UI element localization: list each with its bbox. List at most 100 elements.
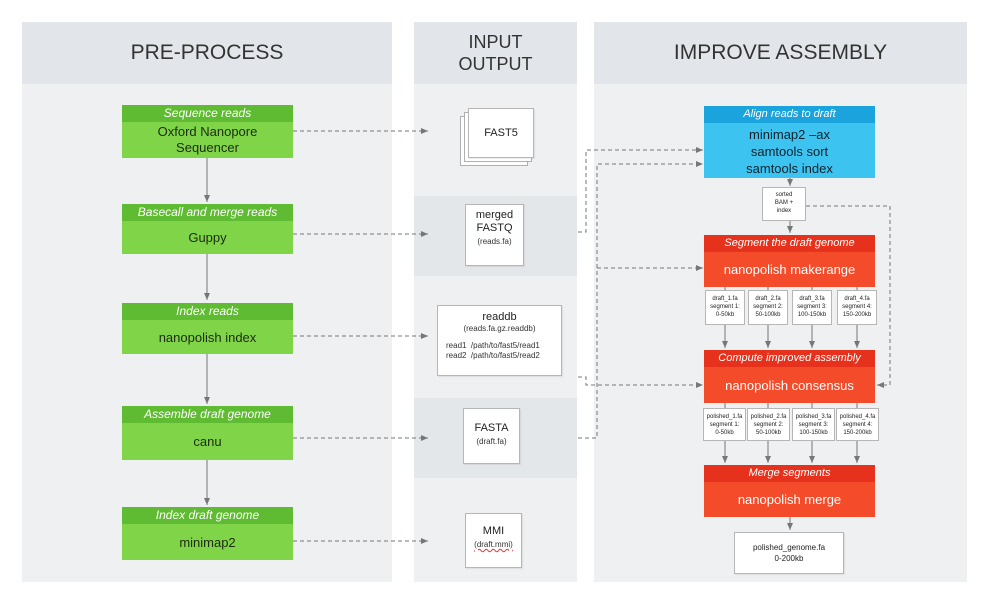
mmi-line2: (draft.mmi) (474, 540, 513, 549)
improve-title-text: IMPROVE ASSEMBLY (673, 41, 888, 64)
draft-file-line1: draft_4.fa (844, 296, 870, 302)
step-header: Index draft genome (122, 507, 293, 524)
final-line1: polished_genome.fa (752, 543, 826, 552)
merged-line2: FASTQ (476, 222, 513, 234)
polished-file-line3: 0-50kb (715, 430, 734, 436)
polished-file-line1: polished_2.fa (750, 414, 787, 420)
draft-file-line3: 100-150kb (797, 312, 827, 318)
step-line1: minimap2 (179, 534, 236, 550)
draft-file-2: draft_2.fa segment 2: 50-100kb (748, 290, 788, 325)
draft-file-line3: 0-50kb (715, 312, 735, 318)
align-line3: samtools index (746, 161, 833, 176)
step-header: Index reads (122, 303, 293, 320)
polished-file-line2: segment 1: (709, 422, 740, 428)
mmi-file: MMI (draft.mmi) (465, 513, 522, 568)
step-index-draft: Index draft genome minimap2 (122, 507, 293, 560)
fasta-line2: (draft.fa) (476, 437, 507, 446)
polished-file-line3: 50-100kb (755, 430, 782, 436)
step-header: Sequence reads (122, 105, 293, 122)
preprocess-title-text: PRE-PROCESS (130, 41, 284, 64)
final-genome-file: polished_genome.fa 0-200kb (734, 532, 844, 574)
bam-file: sorted BAM + index (762, 187, 806, 221)
preprocess-title: PRE-PROCESS (22, 22, 392, 84)
polished-file-line3: 100-150kb (799, 430, 828, 436)
polished-file-line2: segment 4: (842, 422, 873, 428)
readdb-line4: read2 /path/to/fast5/read2 (446, 351, 540, 360)
polished-file-line2: segment 3: (798, 422, 829, 428)
draft-file-line2: segment 4: (842, 304, 872, 310)
draft-file-line1: draft_2.fa (755, 296, 781, 302)
step-header: Assemble draft genome (122, 406, 293, 423)
step-assemble: Assemble draft genome canu (122, 406, 293, 460)
polished-file-2: polished_2.fa segment 2: 50-100kb (747, 408, 790, 441)
step-header: Basecall and merge reads (122, 204, 293, 221)
fast5-file: FAST5 (468, 108, 534, 158)
improve-title: IMPROVE ASSEMBLY (594, 22, 967, 84)
bam-line3: index (776, 208, 792, 214)
draft-file-line2: segment 1: (710, 304, 740, 310)
merge-box: Merge segments nanopolish merge (704, 465, 875, 517)
align-box: Align reads to draft minimap2 –ax samtoo… (704, 106, 875, 178)
segment-body: nanopolish makerange (723, 262, 856, 277)
merged-fastq-file: merged FASTQ (reads.fa) (465, 204, 524, 266)
io-title-line2: OUTPUT (458, 54, 533, 74)
draft-file-line1: draft_3.fa (799, 296, 825, 302)
merge-body: nanopolish merge (737, 492, 842, 507)
align-line2: samtools sort (750, 144, 829, 159)
consensus-body: nanopolish consensus (725, 377, 854, 393)
align-header: Align reads to draft (704, 106, 875, 123)
draft-file-3: draft_3.fa segment 3: 100-150kb (792, 290, 832, 325)
polished-file-4: polished_4.fa segment 4: 150-200kb (836, 408, 879, 441)
polished-file-line3: 150-200kb (843, 430, 872, 436)
step-line1: nanopolish index (158, 329, 257, 345)
io-title: INPUT OUTPUT (414, 22, 577, 84)
segment-header: Segment the draft genome (704, 235, 875, 252)
consensus-box: Compute improved assembly nanopolish con… (704, 350, 875, 403)
align-body: minimap2 –ax samtools sort samtools inde… (704, 123, 875, 177)
step-body: nanopolish index (122, 320, 293, 354)
bam-line2: BAM + (774, 200, 794, 206)
draft-file-1: draft_1.fa segment 1: 0-50kb (705, 290, 745, 325)
polished-file-1: polished_1.fa segment 1: 0-50kb (703, 408, 746, 441)
draft-file-line1: draft_1.fa (712, 296, 738, 302)
io-title-line1: INPUT (468, 32, 523, 52)
segment-box: Segment the draft genome nanopolish make… (704, 235, 875, 287)
polished-file-line1: polished_3.fa (795, 414, 832, 420)
final-line2: 0-200kb (774, 554, 804, 563)
step-line1: Guppy (188, 230, 227, 245)
step-basecall: Basecall and merge reads Guppy (122, 204, 293, 254)
readdb-line3: read1 /path/to/fast5/read1 (446, 341, 540, 350)
polished-file-line2: segment 2: (753, 422, 784, 428)
step-body: minimap2 (122, 524, 293, 560)
draft-file-line2: segment 2: (753, 304, 783, 310)
consensus-header: Compute improved assembly (704, 350, 875, 367)
readdb-line1: readdb (482, 311, 517, 323)
io-panel: INPUT OUTPUT (414, 22, 577, 582)
fasta-line1: FASTA (474, 422, 509, 434)
align-line1: minimap2 –ax (749, 127, 830, 142)
bam-line1: sorted (775, 192, 793, 198)
draft-file-line3: 50-100kb (755, 312, 781, 318)
merged-line3: (reads.fa) (477, 237, 512, 246)
merged-line1: merged (475, 209, 514, 221)
draft-file-line3: 150-200kb (842, 312, 872, 318)
fasta-file: FASTA (draft.fa) (463, 408, 520, 464)
step-body: Guppy (122, 221, 293, 254)
draft-file-4: draft_4.fa segment 4: 150-200kb (837, 290, 877, 325)
step-body: Oxford Nanopore Sequencer (122, 122, 293, 158)
draft-file-line2: segment 3: (797, 304, 827, 310)
fast5-label: FAST5 (484, 127, 518, 139)
step-index-reads: Index reads nanopolish index (122, 303, 293, 354)
polished-file-line1: polished_4.fa (839, 414, 876, 420)
mmi-line1: MMI (482, 525, 505, 537)
step-line2: Sequencer (176, 140, 239, 155)
readdb-line2: (reads.fa.gz.readdb) (463, 324, 536, 333)
readdb-file: readdb (reads.fa.gz.readdb) read1 /path/… (437, 305, 562, 376)
step-body: canu (122, 423, 293, 460)
polished-file-line1: polished_1.fa (706, 414, 743, 420)
merge-header: Merge segments (704, 465, 875, 482)
polished-file-3: polished_3.fa segment 3: 100-150kb (792, 408, 835, 441)
step-sequence-reads: Sequence reads Oxford Nanopore Sequencer (122, 105, 293, 158)
step-line1: Oxford Nanopore (157, 124, 258, 139)
